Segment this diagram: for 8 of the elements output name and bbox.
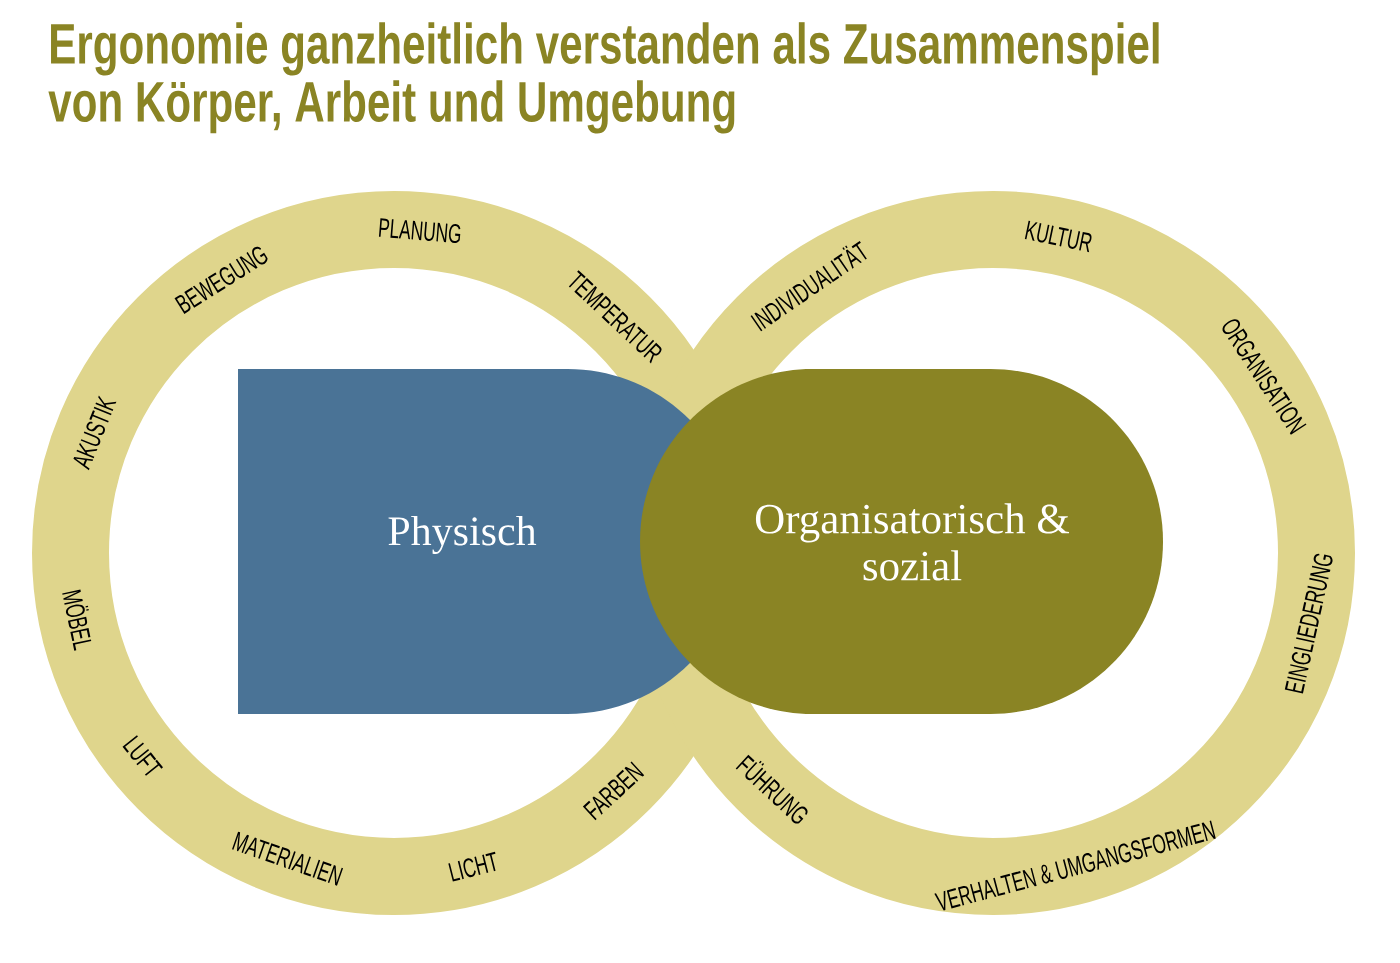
ring-label: AKUSTIK <box>73 395 117 471</box>
ring-label: KULTUR <box>1024 220 1092 253</box>
rounded-panel: Organisatorisch & sozial <box>640 369 1163 714</box>
title: Ergonomie ganzheitlich verstanden als Zusammenspiel von Körper, Arbeit und Umgebung <box>48 22 1159 134</box>
ring-label: LICHT <box>448 851 496 882</box>
ring-label: PLANUNG <box>378 218 461 244</box>
ring-label: LUFT <box>122 735 163 776</box>
ring-label: MÖBEL <box>62 589 92 651</box>
